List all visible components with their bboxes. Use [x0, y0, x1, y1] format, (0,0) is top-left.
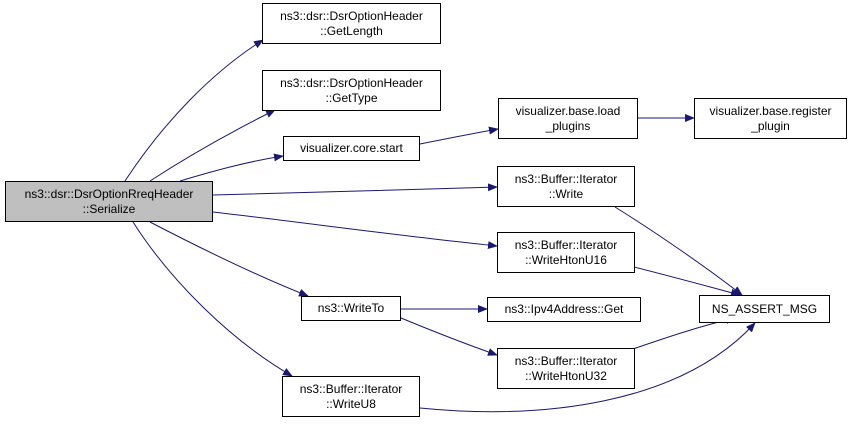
node-label-line: ns3::Ipv4Address::Get: [504, 302, 624, 316]
edge-root-to-corestart: [179, 153, 284, 182]
node-root-dsroptionrreqheader-serialize: ns3::dsr::DsrOptionRreqHeader ::Serializ…: [5, 181, 213, 222]
edge-root-to-writeu8: [132, 221, 293, 377]
node-label-line: _plugins: [545, 118, 591, 133]
edge-root-to-write: [212, 183, 498, 196]
node-label-line: ::WriteHtonU16: [525, 252, 607, 267]
node-visualizer-base-load-plugins[interactable]: visualizer.base.load _plugins: [498, 98, 638, 139]
node-buffer-iterator-writehtonu16[interactable]: ns3::Buffer::Iterator ::WriteHtonU16: [497, 232, 635, 273]
node-buffer-iterator-writeu8[interactable]: ns3::Buffer::Iterator ::WriteU8: [282, 376, 420, 417]
node-label-line: ::GetType: [325, 90, 378, 105]
node-label-line: ns3::dsr::DsrOptionRreqHeader: [24, 186, 194, 201]
node-label-line: NS_ASSERT_MSG: [711, 301, 818, 316]
node-buffer-iterator-writehtonu32[interactable]: ns3::Buffer::Iterator ::WriteHtonU32: [497, 348, 635, 389]
edge-writeu8-to-assertmsg: [419, 322, 756, 413]
edge-write-to-assertmsg: [614, 206, 743, 296]
node-writeto[interactable]: ns3::WriteTo: [301, 296, 401, 321]
node-label-line: ::WriteU8: [326, 396, 376, 411]
node-label-line: ns3::dsr::DsrOptionHeader: [280, 75, 423, 90]
edge-corestart-to-loadplugins: [419, 126, 499, 145]
node-buffer-iterator-write[interactable]: ns3::Buffer::Iterator ::Write: [497, 166, 635, 207]
node-label-line: ns3::dsr::DsrOptionHeader: [280, 8, 423, 23]
node-label-line: ::GetLength: [320, 23, 383, 38]
node-ipv4address-get[interactable]: ns3::Ipv4Address::Get: [487, 297, 641, 322]
node-label-line: ::Serialize: [82, 201, 136, 216]
edge-root-to-getlength: [124, 39, 264, 182]
node-visualizer-core-start[interactable]: visualizer.core.start: [283, 136, 420, 161]
node-visualizer-base-register-plugin[interactable]: visualizer.base.register _plugin: [694, 98, 847, 139]
node-ns-assert-msg[interactable]: NS_ASSERT_MSG: [699, 295, 830, 323]
node-label-line: ns3::Buffer::Iterator: [514, 353, 618, 368]
node-dsroptionheader-gettype[interactable]: ns3::dsr::DsrOptionHeader ::GetType: [262, 70, 441, 111]
node-label-line: visualizer.core.start: [300, 141, 403, 155]
node-label-line: ns3::Buffer::Iterator: [514, 237, 618, 252]
edge-writeto-to-writehtonu32: [400, 317, 498, 356]
edge-root-to-gettype: [149, 109, 276, 182]
node-label-line: ns3::Buffer::Iterator: [514, 171, 618, 186]
node-label-line: visualizer.base.load: [515, 103, 621, 118]
edge-root-to-writeto: [149, 221, 309, 297]
edge-root-to-writehtonu16: [212, 211, 498, 250]
node-label-line: _plugin: [751, 118, 790, 133]
node-label-line: ::Write: [548, 186, 584, 201]
node-label-line: visualizer.base.register: [709, 103, 832, 118]
edge-writehtonu16-to-assertmsg: [629, 265, 741, 297]
node-label-line: ns3::WriteTo: [317, 301, 385, 315]
node-label-line: ::WriteHtonU32: [525, 368, 607, 383]
node-dsroptionheader-getlength[interactable]: ns3::dsr::DsrOptionHeader ::GetLength: [262, 3, 441, 44]
node-label-line: ns3::Buffer::Iterator: [299, 381, 403, 396]
